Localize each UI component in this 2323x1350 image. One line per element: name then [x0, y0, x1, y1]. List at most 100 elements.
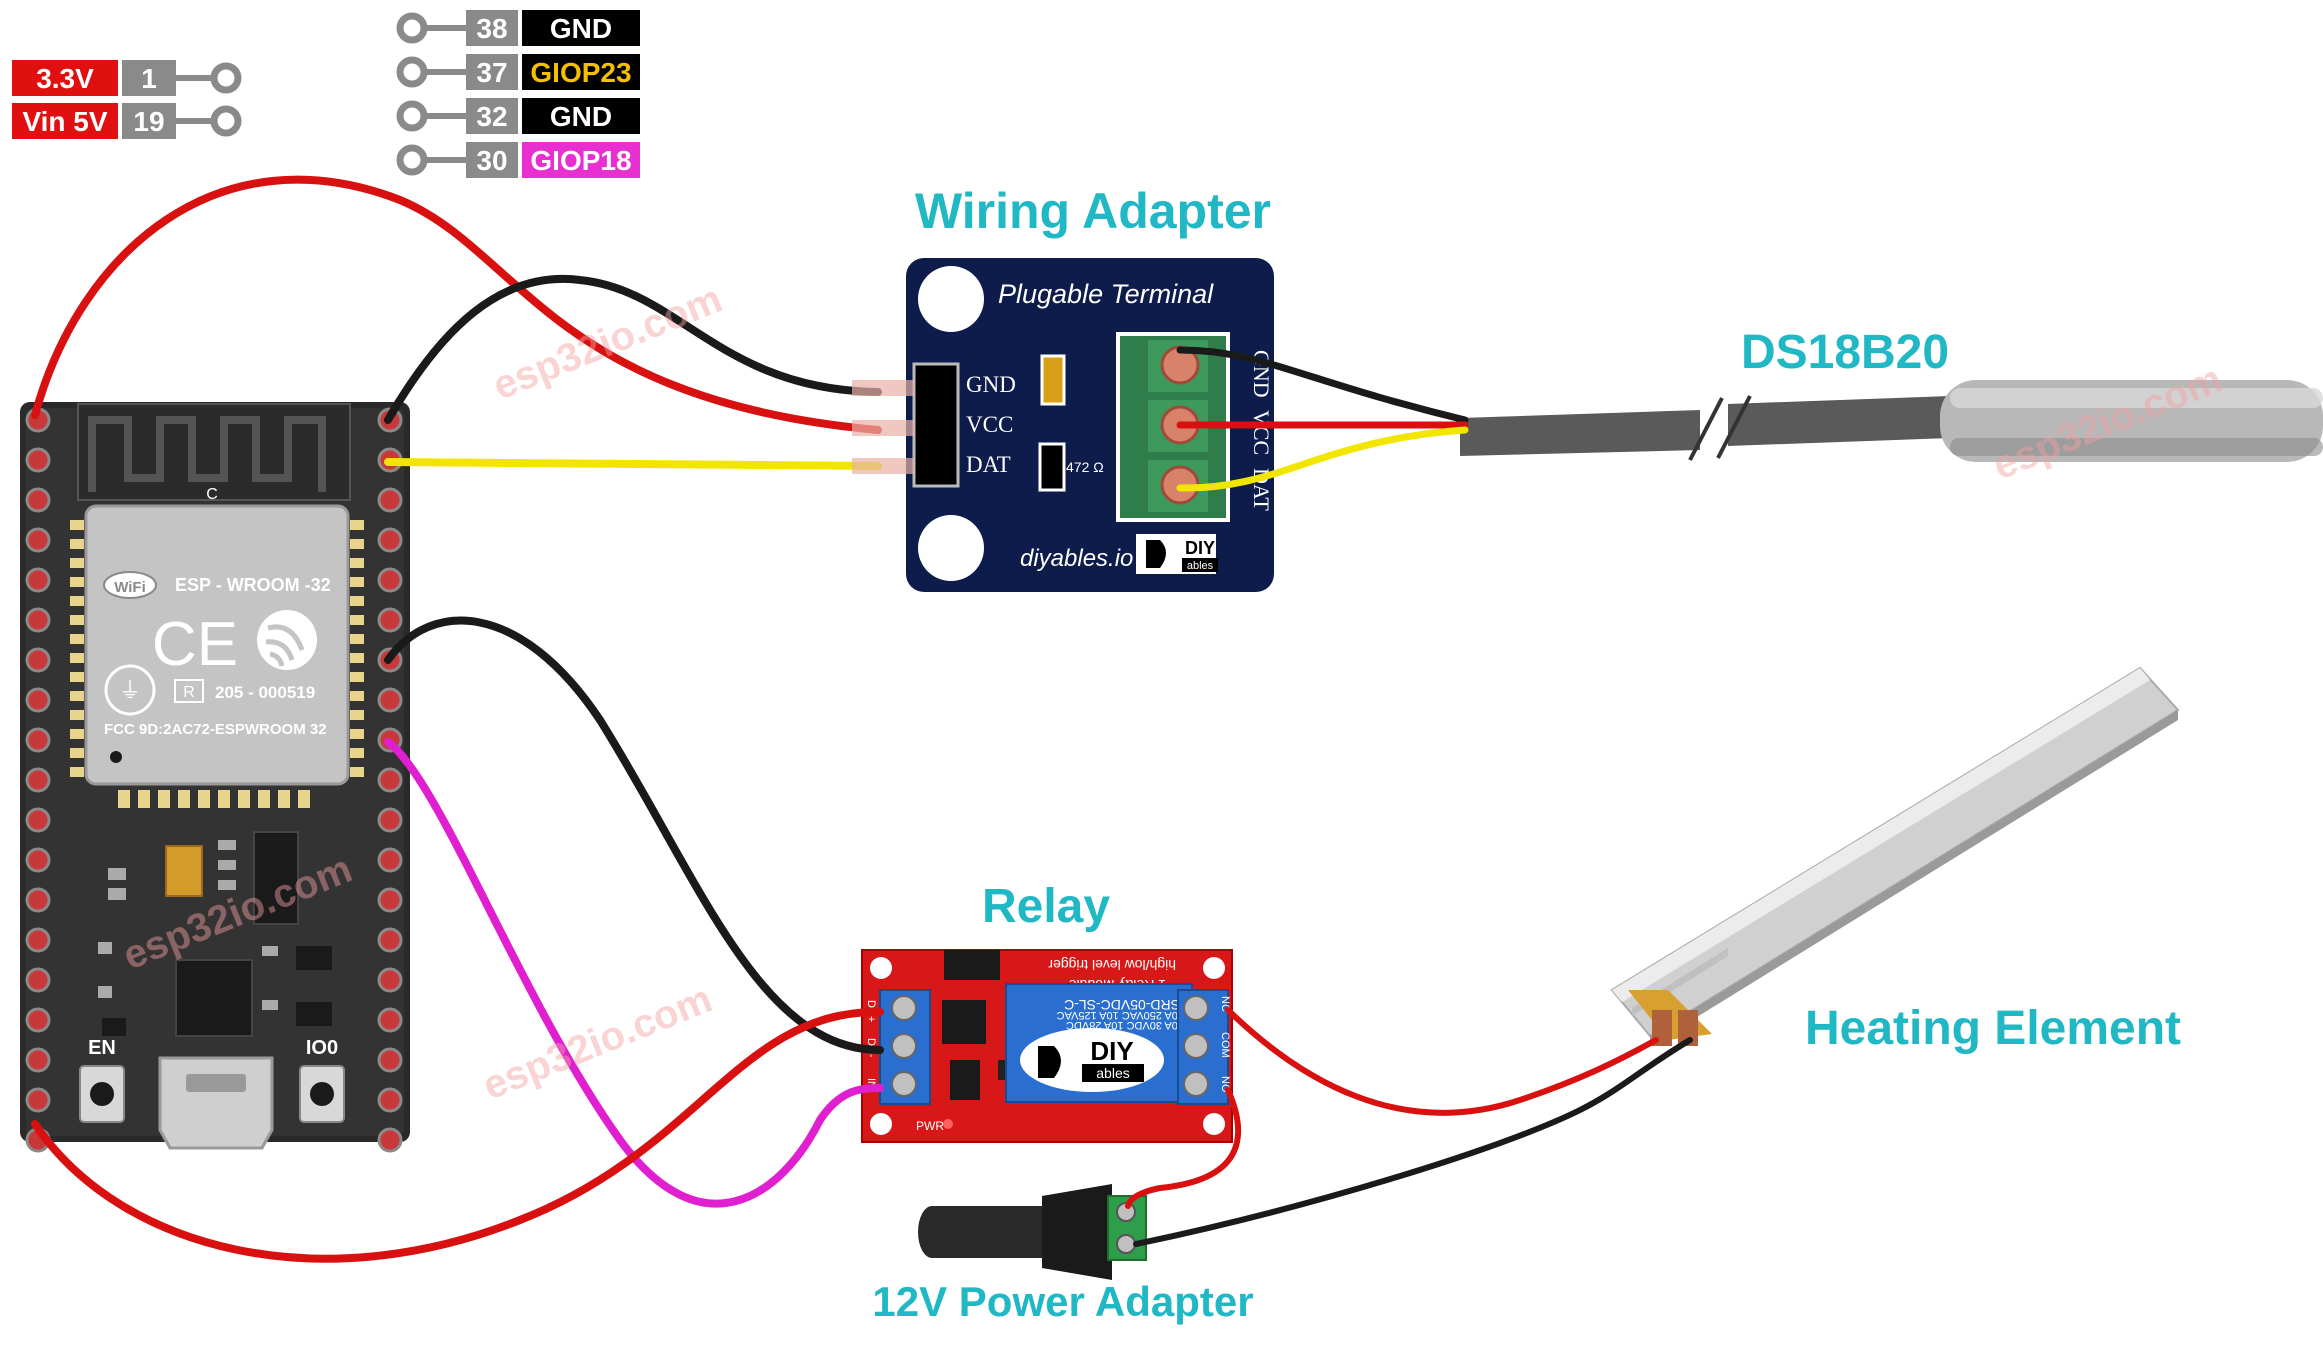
- wire-sensor-gnd: [1176, 346, 1469, 424]
- header-pin: [377, 767, 403, 793]
- module-pad: [70, 615, 84, 625]
- terminal-vcc: VCC: [1249, 410, 1274, 455]
- header-pin: [25, 1007, 51, 1033]
- minus-icon: [1116, 1234, 1136, 1254]
- header-pin: [25, 487, 51, 513]
- legend-pin-30: 30: [476, 145, 507, 176]
- legend-pin-dot: [210, 105, 242, 137]
- legend-pin-1-box: [122, 60, 176, 96]
- module-pad: [70, 520, 84, 530]
- header-pin: [25, 927, 51, 953]
- header-pin: [377, 1047, 403, 1073]
- module-pad: [350, 634, 364, 644]
- esp32-header-pins: [25, 407, 403, 1153]
- module-pad: [70, 672, 84, 682]
- wire-sensor-dat: [1176, 426, 1469, 492]
- legend-3v3-label-box: [12, 60, 118, 96]
- header-pin: [25, 847, 51, 873]
- header-pin: [25, 767, 51, 793]
- antenna-mark: C: [206, 486, 218, 503]
- header-pin: [25, 567, 51, 593]
- adapter-header: Plugable Terminal: [998, 279, 1214, 309]
- svg-text:⏚: ⏚: [119, 678, 141, 703]
- legend-vin-label-box: [12, 103, 118, 139]
- module-pad: [70, 748, 84, 758]
- legend-pin-19-box: [122, 103, 176, 139]
- pwr-label: PWR: [916, 1119, 944, 1133]
- module-pad: [70, 767, 84, 777]
- legend-3v3-label: 3.3V: [36, 63, 94, 94]
- mount-hole: [918, 266, 984, 332]
- relay-spec-1: 10A 250VAC 10A 125VAC: [1057, 1009, 1184, 1021]
- module-pad: [70, 634, 84, 644]
- svg-text:R: R: [183, 684, 195, 701]
- module-pad: [350, 596, 364, 606]
- pin-com: COM: [1219, 1032, 1231, 1058]
- header-pin: [25, 1087, 51, 1113]
- header-pin: [377, 567, 403, 593]
- module-pad: [350, 653, 364, 663]
- module-pad: [350, 539, 364, 549]
- wire-no-to-power: [1125, 1087, 1242, 1209]
- module-pad: [70, 577, 84, 587]
- relay-module: high/low level trigger 1 Relay Module DC…: [861, 949, 1233, 1143]
- module-pad: [350, 558, 364, 568]
- micro-usb-port[interactable]: [158, 1056, 274, 1150]
- io0-button-icon: [310, 1082, 334, 1106]
- ce-mark: CE: [152, 610, 238, 679]
- wire-power-to-heater: [1133, 1037, 1693, 1247]
- header-pin: [377, 607, 403, 633]
- header-pin: [377, 807, 403, 833]
- relay-coil-text: SRD-05VDC-SL-C: [1064, 997, 1180, 1013]
- mount-hole: [870, 957, 892, 979]
- wire-gnd-to-adapter: [384, 274, 882, 424]
- header-pin: [377, 687, 403, 713]
- legend-gnd-label: GND: [550, 13, 612, 44]
- svg-text:ables: ables: [1187, 560, 1214, 572]
- cert-number: 205 - 000519: [215, 683, 315, 702]
- usb-uart-chip: [175, 959, 253, 1037]
- module-pad: [350, 691, 364, 701]
- module-pad: [138, 790, 150, 808]
- mount-hole: [870, 1113, 892, 1135]
- legend-vin-label: Vin 5V: [22, 106, 107, 137]
- relay-title: Relay: [982, 880, 1110, 933]
- wire-3v3-to-vcc: [31, 175, 882, 434]
- module-pad: [198, 790, 210, 808]
- legend-giop23-label: GIOP23: [530, 57, 631, 88]
- en-button-icon: [90, 1082, 114, 1106]
- heating-element-title: Heating Element: [1805, 1002, 2181, 1055]
- module-name: ESP - WROOM -32: [175, 575, 331, 595]
- module-pad: [118, 790, 130, 808]
- module-pad: [298, 790, 310, 808]
- espressif-logo: [257, 610, 317, 670]
- header-pin: [25, 967, 51, 993]
- header-pin: [25, 727, 51, 753]
- resistor: [1038, 442, 1066, 492]
- legend-pin-1: 1: [141, 63, 157, 94]
- trigger-jumper[interactable]: [944, 950, 1000, 980]
- legend-pin-38: 38: [476, 13, 507, 44]
- smd-component: [1040, 354, 1066, 406]
- wire-gnd-to-relay: [384, 616, 884, 1054]
- mount-hole: [1203, 1113, 1225, 1135]
- legend-pin-19: 19: [133, 106, 164, 137]
- adapter-pin-vcc: VCC: [966, 412, 1013, 437]
- wiring-adapter-board: Plugable Terminal GND VCC DAT 472 Ω GND …: [906, 258, 1274, 592]
- gpio-legend: 38 GND 37 GIOP23 32 GND 30 GIOP18: [396, 10, 640, 178]
- wifi-logo: WiFi: [103, 571, 157, 599]
- adapter-pin-gnd: GND: [966, 372, 1016, 397]
- header-pin: [25, 607, 51, 633]
- module-pad: [350, 520, 364, 530]
- header-pin: [377, 1127, 403, 1153]
- wire-com-to-heater: [1225, 1007, 1659, 1116]
- module-pad: [70, 691, 84, 701]
- module-pad: [350, 748, 364, 758]
- header-pin: [25, 647, 51, 673]
- header-pin: [25, 887, 51, 913]
- heating-element: [1610, 666, 2180, 1046]
- module-pad: [350, 767, 364, 777]
- header-pin: [377, 887, 403, 913]
- io0-label: IO0: [306, 1037, 338, 1059]
